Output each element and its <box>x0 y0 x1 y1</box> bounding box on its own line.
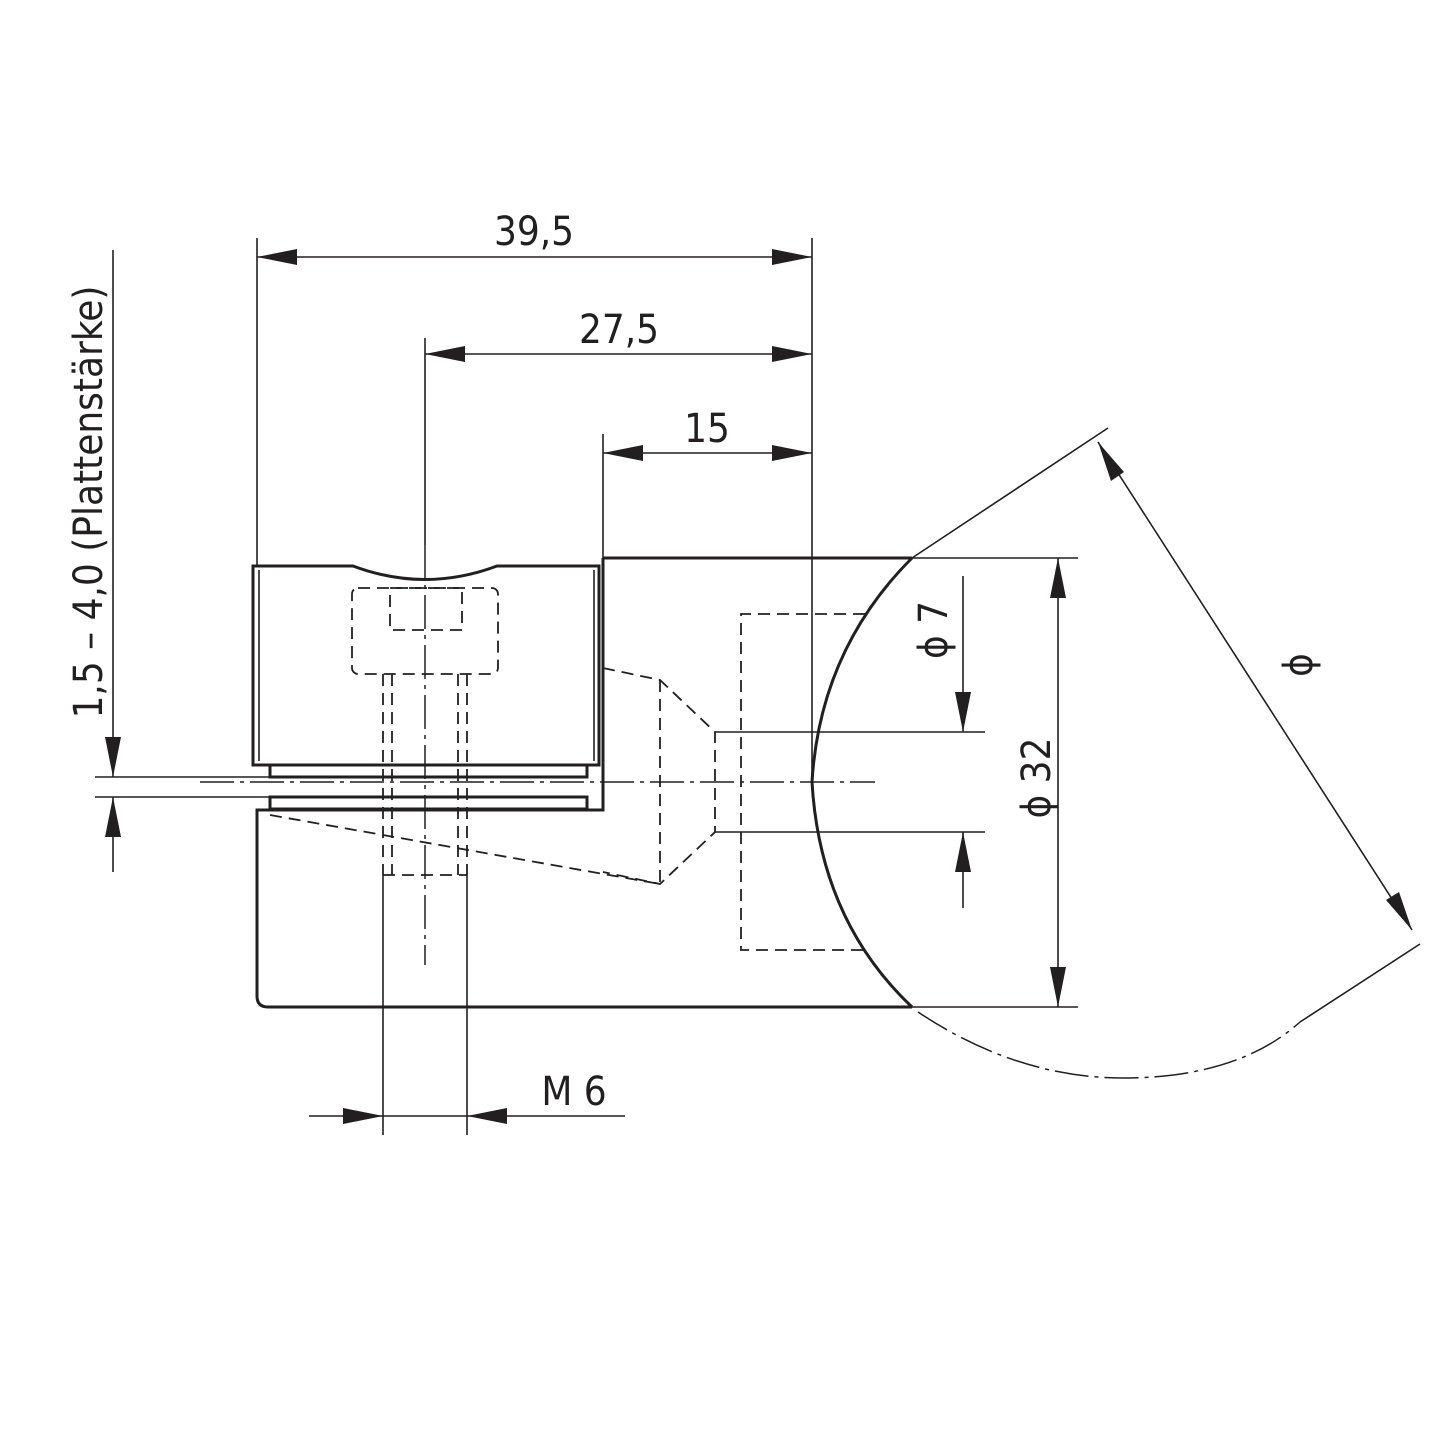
lower-gasket <box>268 795 589 811</box>
center-lines <box>200 545 1301 1079</box>
dim-circle-diameter: ϕ <box>1276 653 1322 677</box>
screw-socket <box>389 587 463 631</box>
dimension-labels: 39,5 27,5 15 1,5 – 4,0 (Plattenstärke) ϕ… <box>66 209 1322 1115</box>
dim-thread: M 6 <box>541 1069 606 1115</box>
dim-overall-length: 39,5 <box>494 209 574 255</box>
extension-lines <box>95 238 1421 1135</box>
upper-jaw-outline <box>251 564 601 767</box>
clamp-body <box>251 556 914 1009</box>
diameter-circle-arc <box>917 1011 1301 1079</box>
dim-step-length: 15 <box>684 406 730 452</box>
cone-bore <box>602 667 716 885</box>
dim-center-to-end: 27,5 <box>579 307 659 353</box>
dim-body-diameter: ϕ 32 <box>1014 738 1060 819</box>
upper-gasket <box>268 763 589 779</box>
main-body-outline <box>255 556 912 1009</box>
dim-plate-thickness: 1,5 – 4,0 (Plattenstärke) <box>66 286 112 719</box>
hidden-features <box>269 587 865 951</box>
slant-line <box>269 814 661 885</box>
dim-bore-diameter: ϕ 7 <box>911 601 957 659</box>
dimension-lines <box>105 249 1413 1124</box>
